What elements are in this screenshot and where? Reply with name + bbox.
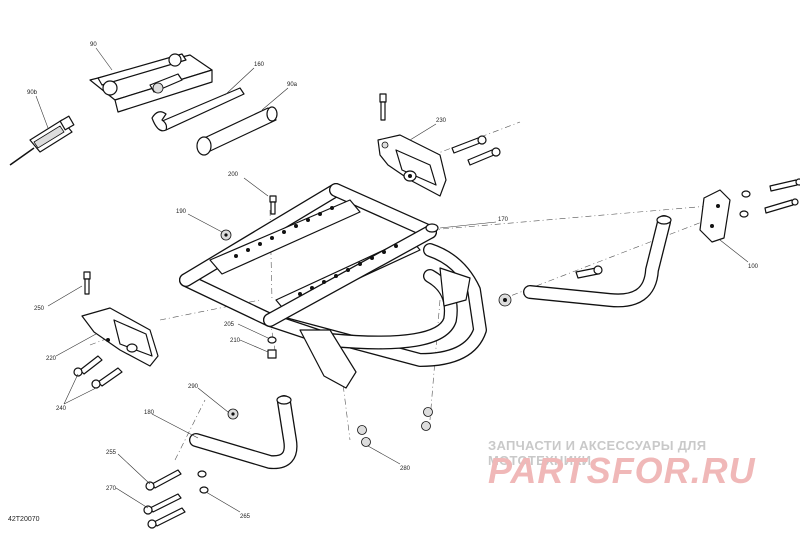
callout-90b: 90b — [27, 90, 38, 96]
bracket-100 — [699, 178, 800, 243]
bolt-200 — [269, 195, 277, 215]
callout-100: 100 — [748, 264, 759, 270]
nut-right — [498, 293, 512, 307]
callout-255: 255 — [106, 450, 117, 456]
nut-290 — [227, 408, 239, 420]
callout-190: 190 — [176, 209, 187, 215]
bolt-205-washer-210 — [267, 336, 277, 359]
handle-right — [523, 215, 672, 308]
watermark-tagline: ЗАПЧАСТИ И АКСЕССУАРЫ ДЛЯ МОТОТЕХНИКИ — [488, 438, 707, 468]
callout-170: 170 — [498, 217, 509, 223]
bracket-220 — [81, 307, 159, 367]
wrench-160 — [151, 87, 245, 132]
callout-160: 160 — [254, 62, 265, 68]
callout-180: 180 — [144, 410, 155, 416]
callout-290: 290 — [188, 384, 199, 390]
callout-270: 270 — [106, 486, 117, 492]
callout-90: 90 — [90, 42, 97, 48]
frame-mounts — [299, 223, 471, 389]
callout-200: 200 — [228, 172, 239, 178]
callout-265: 265 — [240, 514, 251, 520]
callout-labels: 90 160 90a 90b 230 200 190 170 100 250 2… — [27, 42, 759, 520]
handle-180 — [189, 395, 298, 470]
bolts-240-right — [451, 135, 501, 166]
callout-280: 280 — [400, 466, 411, 472]
callout-205: 205 — [224, 322, 235, 328]
document-id: 42T20070 — [8, 516, 40, 523]
nuts-280 — [357, 407, 433, 447]
frame-holes — [234, 206, 398, 296]
callout-90a: 90a — [287, 82, 298, 88]
watermark-logo: PARTSFOR.RU — [488, 450, 756, 491]
callout-210: 210 — [230, 338, 241, 344]
bolts-255-270 — [143, 469, 209, 529]
callout-240: 240 — [56, 406, 67, 412]
callout-220: 220 — [46, 356, 57, 362]
leader-lines — [35, 47, 749, 513]
screwdriver-90b — [9, 115, 75, 166]
callout-230: 230 — [436, 118, 447, 124]
tool-kit-90 — [89, 53, 213, 113]
bolt-250 — [83, 271, 91, 295]
nut-190 — [220, 229, 232, 241]
box-wrench-90a — [196, 106, 278, 156]
bolt-top-230 — [379, 93, 387, 121]
bolts-240-left — [73, 355, 123, 389]
callout-250: 250 — [34, 306, 45, 312]
bracket-230 — [377, 134, 447, 197]
